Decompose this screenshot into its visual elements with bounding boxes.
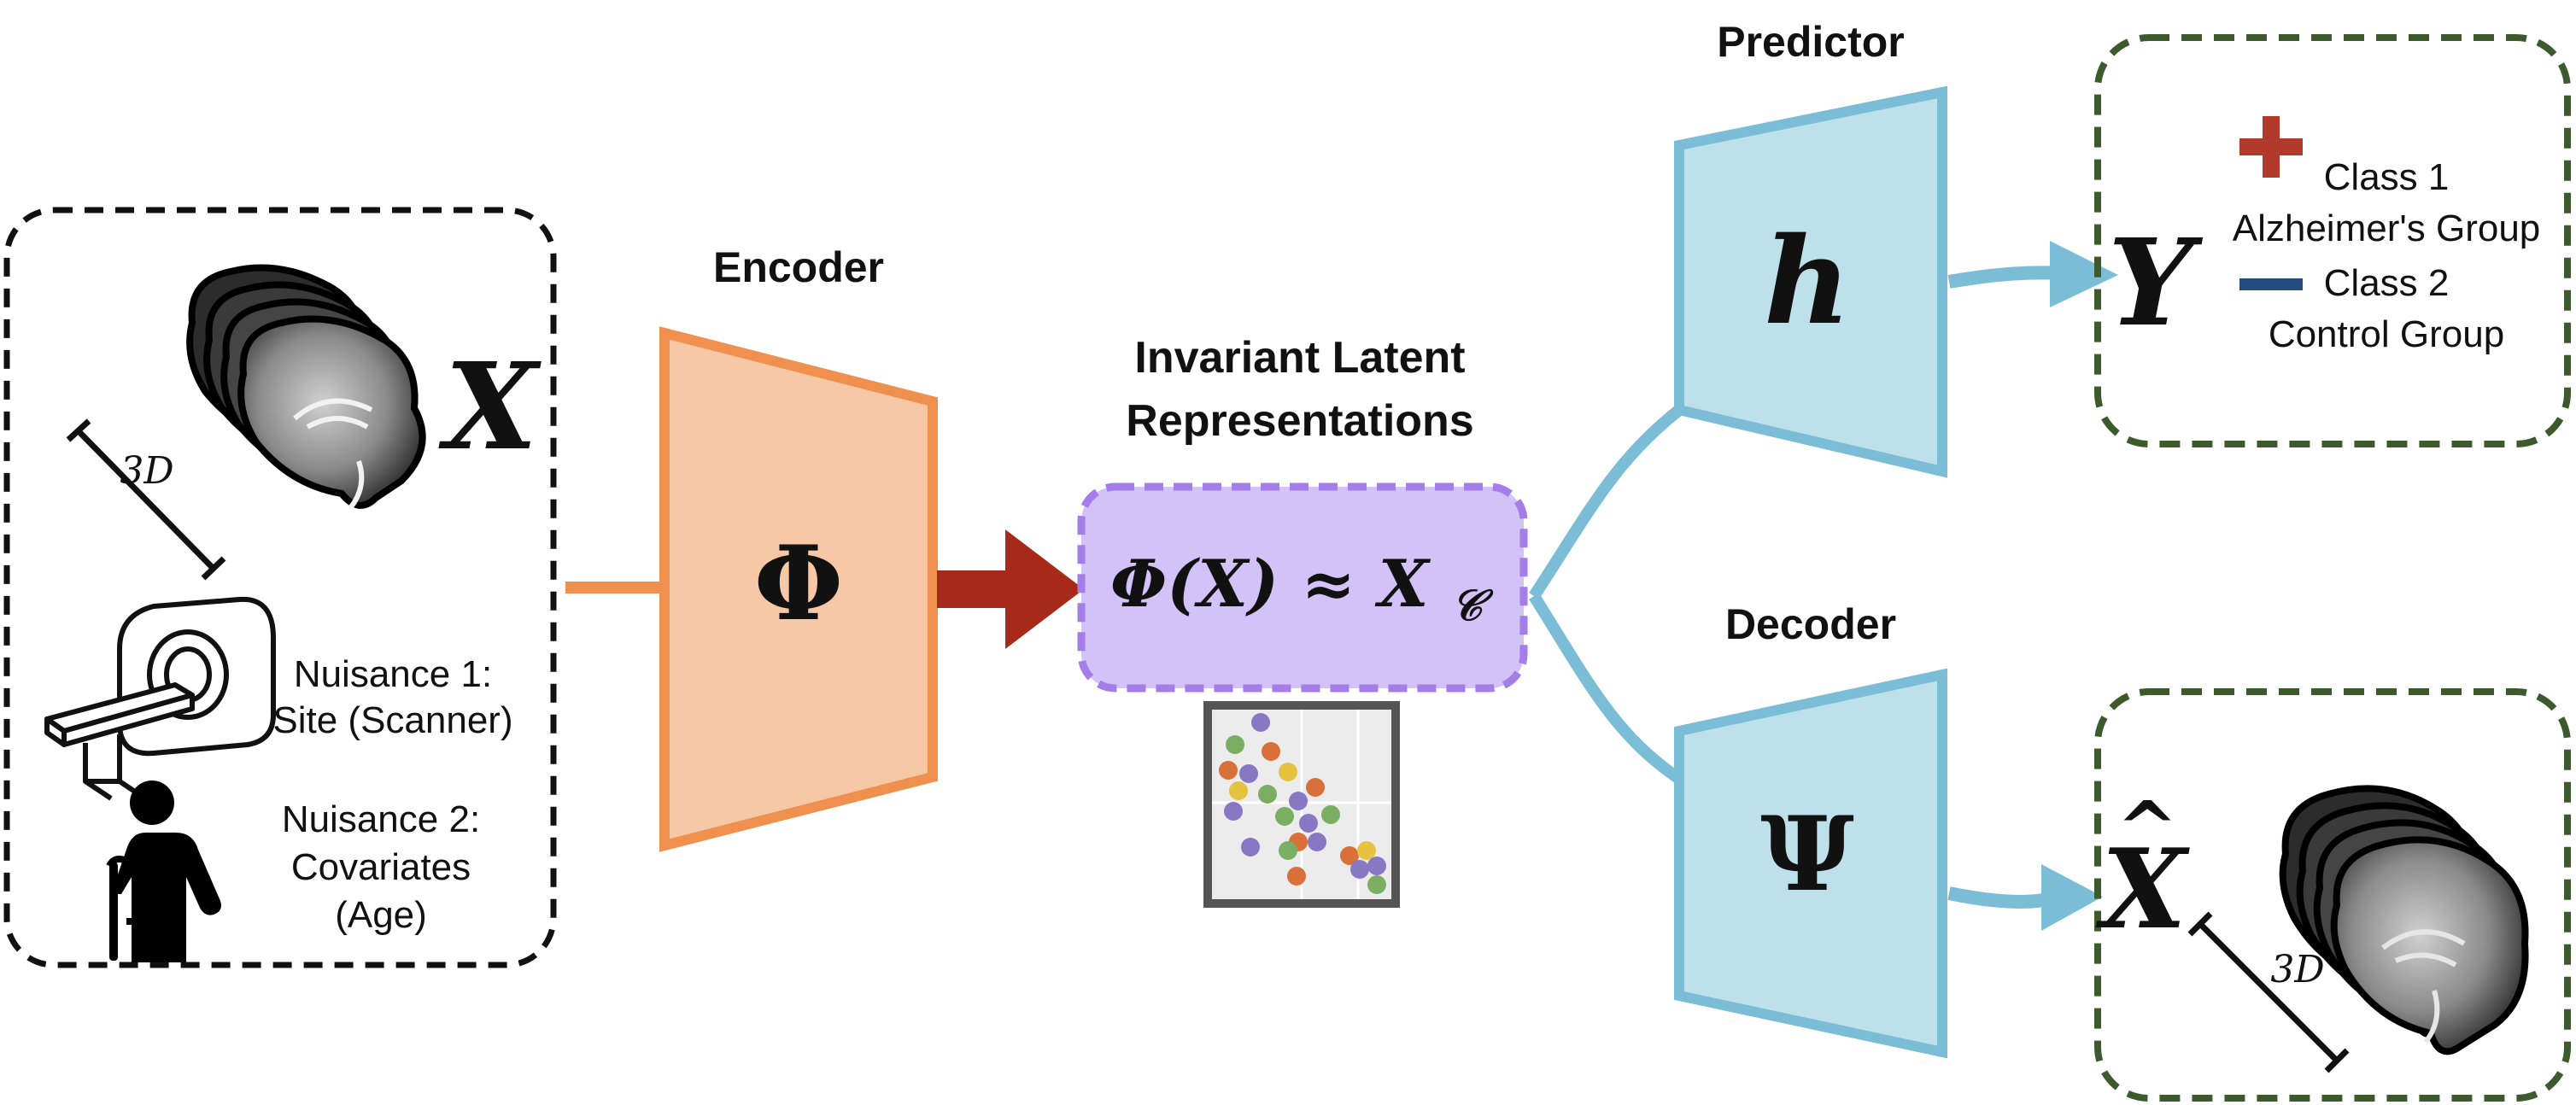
latent-title-line2: Representations [1126, 396, 1473, 446]
decoder-title: Decoder [1725, 600, 1896, 648]
input-brain-detail [293, 398, 373, 510]
input-depth-label: 3D [120, 449, 173, 493]
decoder-trapezoid [1674, 668, 1947, 1059]
predictor-to-y-arrowhead [2050, 241, 2118, 307]
nuisance-2-line1: Nuisance 2: [282, 798, 480, 840]
predictor-h-symbol: h [1764, 212, 1851, 352]
latent-scatter-thumbnail-icon [1203, 701, 1400, 908]
mri-scanner-icon [44, 596, 276, 801]
nuisance-2-line2: Covariates [291, 846, 471, 888]
input-mri-stack-icon [186, 264, 426, 509]
latent-to-decoder-branch [1529, 593, 1683, 784]
elderly-person-icon [106, 781, 221, 962]
decoder-psi-symbol: Ψ [1760, 794, 1854, 915]
nuisance-1-line2: Site (Scanner) [272, 699, 512, 741]
predictor-to-y-arrow [1947, 266, 2066, 289]
input-panel-box [3, 207, 557, 968]
class-1-plus-icon [2239, 116, 2303, 178]
input-depth-line [66, 418, 226, 581]
encoder-phi-symbol: Φ [754, 523, 844, 644]
output-xhat-symbol: X [2095, 826, 2190, 954]
output-xhat-panel-box [2094, 688, 2571, 1102]
reconstructed-mri-stack-icon [2279, 785, 2529, 1055]
encoder-to-latent-arrow [937, 529, 1084, 649]
latent-formula: Φ(X) ≈ X 𝒞 [1110, 546, 1494, 630]
latent-formula-main: Φ(X) ≈ X [1110, 546, 1431, 622]
predictor-trapezoid [1674, 85, 1947, 478]
encoder-title: Encoder [713, 243, 884, 291]
encoder-trapezoid [659, 326, 938, 852]
class-2-line2: Control Group [2269, 313, 2504, 355]
latent-to-predictor-branch [1529, 405, 1683, 599]
nuisance-1-line1: Nuisance 1: [294, 653, 492, 695]
class-2-line1: Class 2 [2324, 262, 2450, 304]
reconstruction-depth-label: 3D [2270, 948, 2324, 991]
decoder-to-xhat-arrowhead [2041, 864, 2103, 931]
class-2-minus-icon [2239, 278, 2303, 290]
reconstructed-brain-detail [2381, 929, 2466, 1044]
output-xhat-hat: ^ [2116, 786, 2178, 872]
output-y-symbol: Y [2108, 213, 2204, 354]
class-1-line1: Class 1 [2324, 156, 2450, 198]
class-1-line2: Alzheimer's Group [2233, 208, 2541, 249]
nuisance-2-line3: (Age) [335, 894, 427, 936]
latent-title-line1: Invariant Latent [1134, 333, 1465, 383]
decoder-to-xhat-arrow [1947, 886, 2054, 909]
reconstruction-depth-line [2187, 911, 2350, 1073]
input-x-symbol: X [438, 337, 542, 477]
predictor-title: Predictor [1717, 18, 1905, 66]
latent-box [1077, 482, 1528, 693]
output-y-panel-box [2094, 34, 2571, 447]
